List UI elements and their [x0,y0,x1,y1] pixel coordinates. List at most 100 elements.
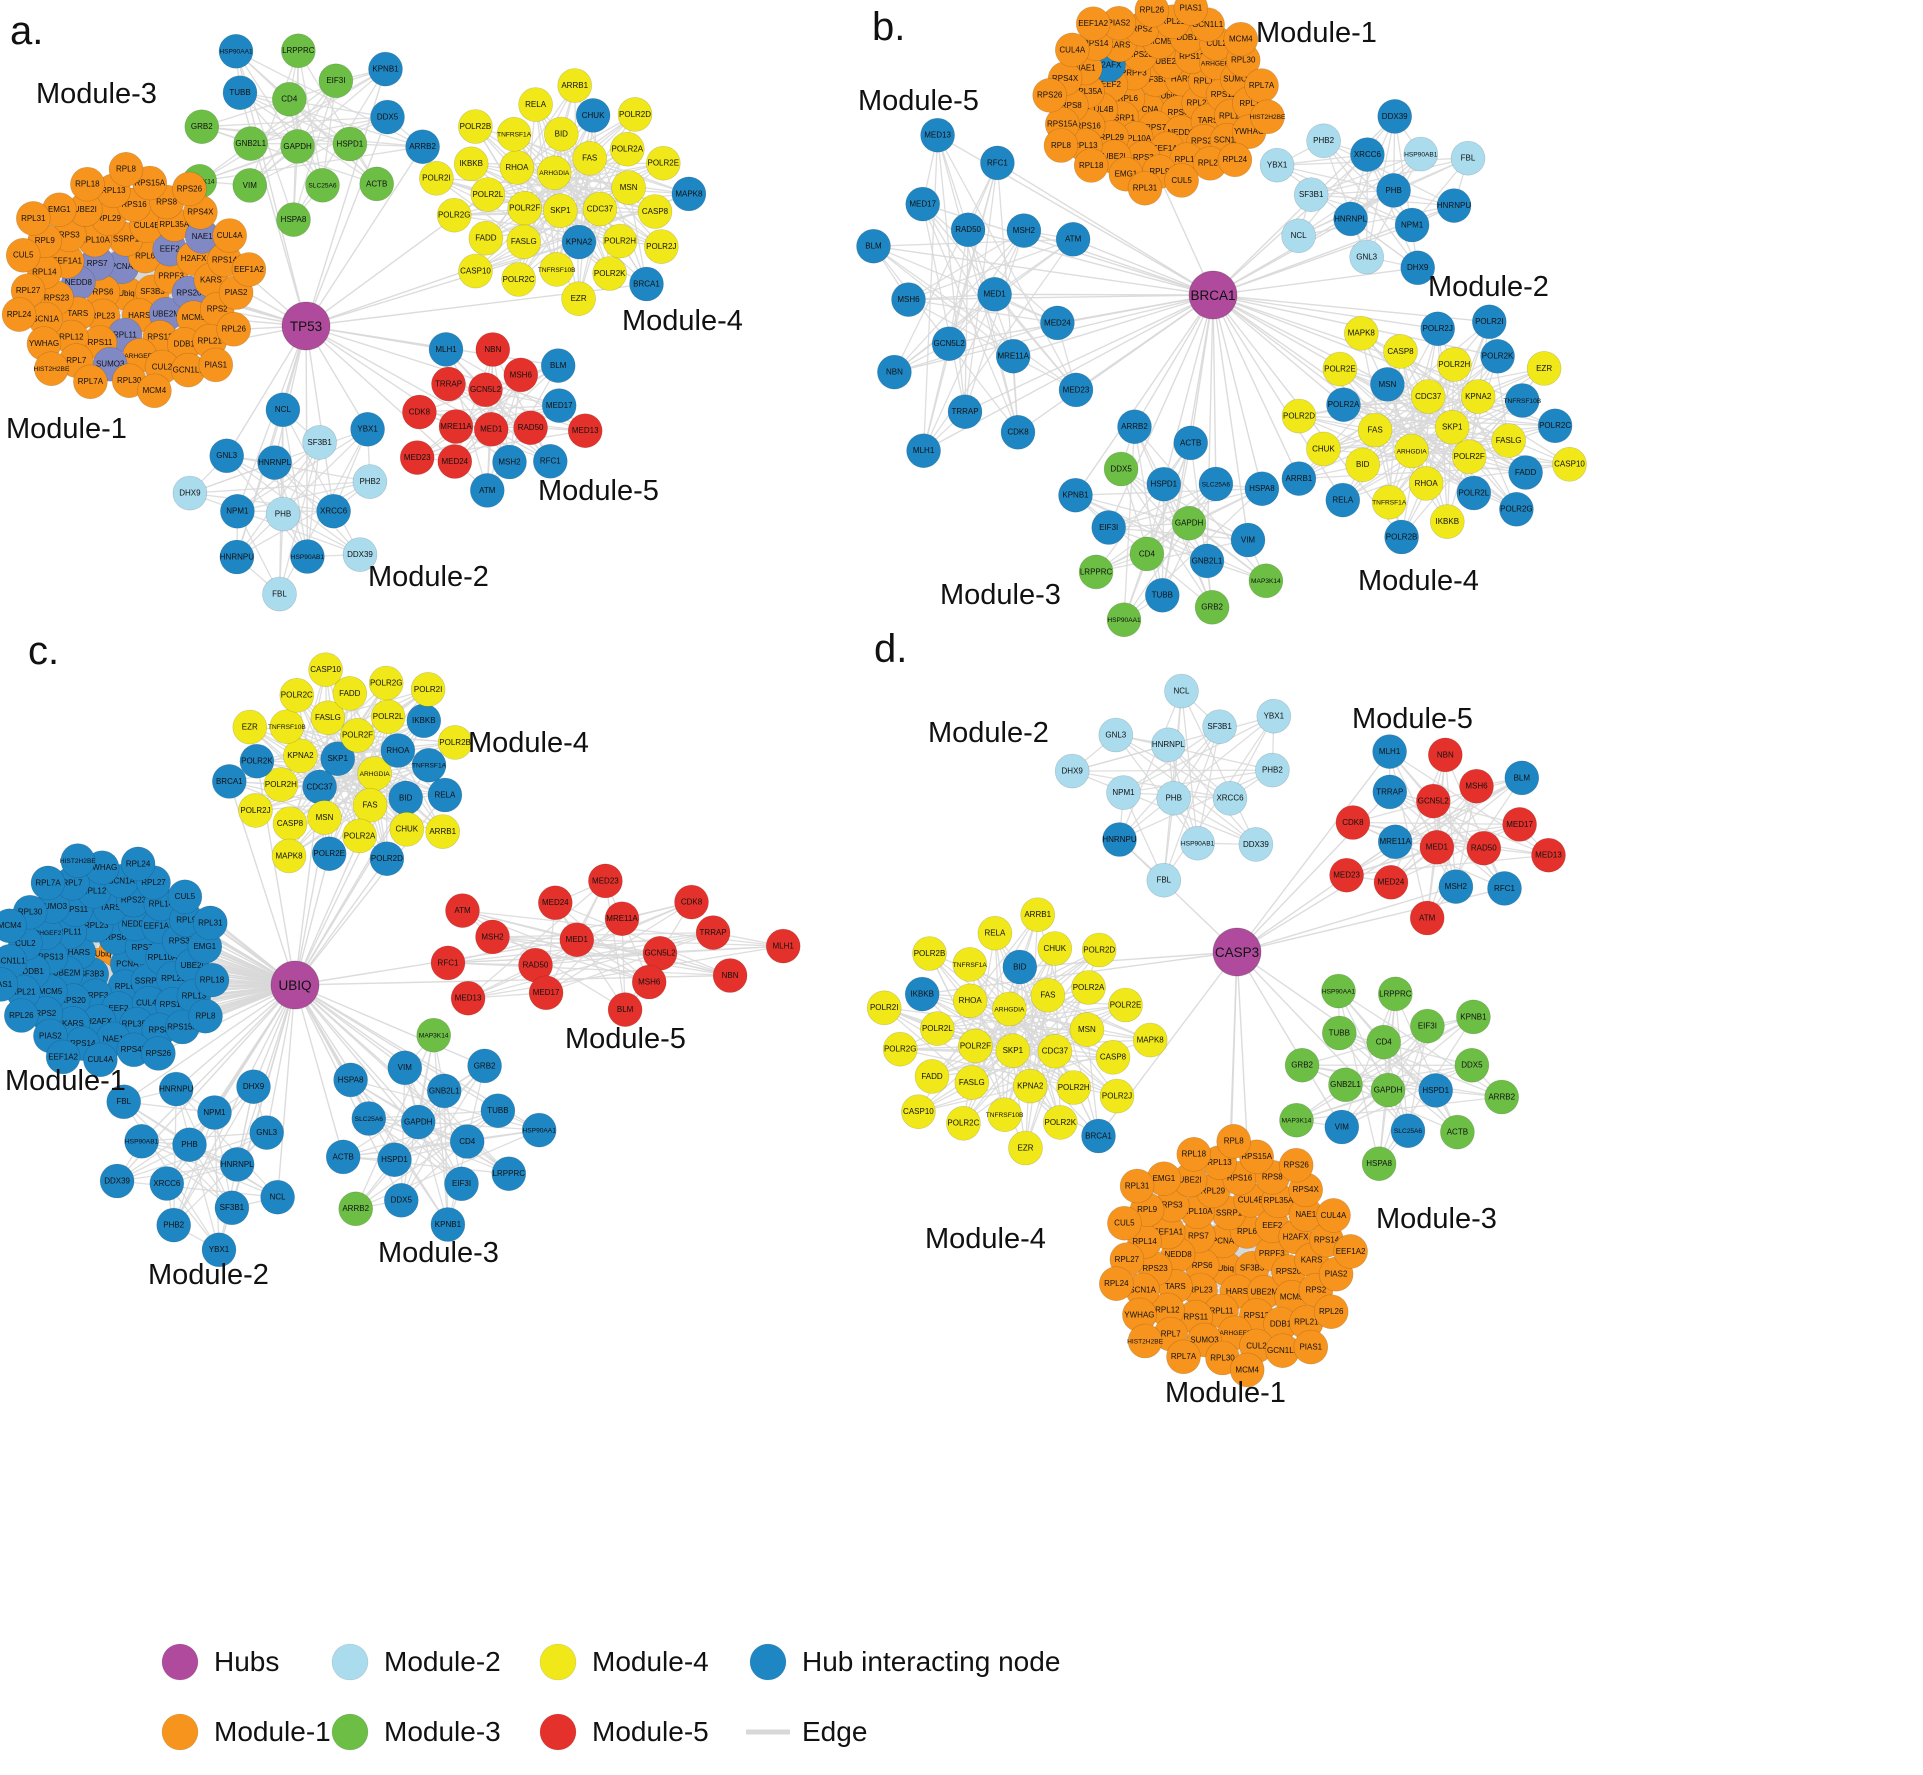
node-circle [1146,466,1182,502]
node-circle [503,357,539,393]
node-label: ATM [454,906,471,915]
node-circle [1156,780,1191,816]
node-NCL: NCL [1164,673,1199,709]
node-circle [1030,977,1066,1013]
node-label: PIAS2 [1108,19,1131,28]
node-GNB2L1: GNB2L1 [1189,543,1225,579]
node-XRCC6: XRCC6 [1350,137,1385,172]
nodes: PHBHNRNPLXRCC6NPM1SF3B1HSP90AB1GNL3PHB2H… [866,673,1566,1388]
node-circle [1127,1323,1163,1359]
node-circle [400,1104,436,1140]
node-circle [290,539,325,574]
node-CHUK: CHUK [1306,431,1341,467]
node-circle [1333,1234,1368,1269]
node-IKBKB: IKBKB [904,976,940,1012]
node-label: MSN [620,183,638,192]
node-circle [541,388,577,423]
node-FASLG: FASLG [1491,423,1526,458]
node-circle [1180,825,1215,861]
node-circle [1248,563,1284,599]
node-CASP10: CASP10 [901,1094,936,1129]
node-label: CDC37 [587,204,614,213]
node-label: EIF3I [326,76,345,85]
node-circle [106,1084,141,1120]
node-EZR: EZR [561,281,596,317]
node-label: TRRAP [700,928,727,937]
node-label: RPS4X [121,1045,148,1054]
node-label: EZR [1536,364,1552,373]
node-TUBB: TUBB [480,1093,516,1128]
node-circle [438,409,474,444]
node-MED1: MED1 [473,411,509,447]
node-circle [184,109,220,144]
node-label: RPS23 [1191,137,1217,146]
node-HSP90AB1: HSP90AB1 [124,1124,159,1159]
node-ATM: ATM [1055,222,1091,257]
node-label: RPS7 [1188,1231,1209,1240]
node-TNFRSF1A: TNFRSF1A [496,117,532,152]
node-label: HIST2H2BE [1127,1338,1164,1345]
node-label: FASLG [1496,436,1522,445]
node-label: CUL4A [88,1055,114,1064]
node-RELA: RELA [427,777,463,813]
node-label: POLR2C [503,275,535,284]
node-circle [1043,128,1079,163]
node-label: GRB2 [474,1061,496,1070]
node-CUL5: CUL5 [167,879,203,915]
node-circle [592,256,628,291]
node-label: GNL3 [1356,252,1377,261]
module-label: Module-5 [1352,703,1473,735]
node-circle [877,354,912,390]
node-circle [629,266,664,302]
node-circle [342,537,378,572]
node-FBL: FBL [1450,140,1486,176]
node-circle [351,1101,387,1136]
node-label: RPS14 [1083,39,1109,48]
node-label: POLR2G [370,679,402,688]
node-label: RFC1 [1494,884,1515,893]
node-label: BID [1356,460,1370,469]
node-label: PIAS2 [225,288,248,297]
node-RFC1: RFC1 [532,443,568,479]
node-CD4: CD4 [1129,536,1165,572]
node-circle [219,539,255,575]
node-circle [1436,188,1472,223]
node-label: YBX1 [357,425,378,434]
node-ARHGDIA: ARHGDIA [992,991,1027,1027]
module-label: Module-4 [622,305,743,337]
node-label: RPL11 [1193,76,1217,85]
node-label: RPS15A [167,1022,198,1031]
module-label: Module-3 [378,1237,499,1269]
node-label: BRCA1 [216,777,243,786]
node-circle [1526,351,1562,386]
node-circle [1472,304,1507,340]
node-label: BLM [617,1005,634,1014]
node-TNFRSF1A: TNFRSF1A [1371,484,1407,520]
node-label: MED13 [924,131,951,140]
node-label: SKP1 [1442,423,1463,432]
node-label: MED1 [983,290,1006,299]
node-FAS: FAS [1030,977,1066,1013]
node-NCL: NCL [265,392,301,428]
legend: HubsModule-1Module-2Module-3Module-4Modu… [161,1643,1060,1751]
node-label: HSPA8 [338,1075,364,1084]
node-circle [1378,976,1413,1012]
node-circle [352,787,388,823]
node-MED13: MED13 [567,413,603,449]
node-label: KPNB1 [1460,1012,1487,1021]
node-label: POLR2A [612,145,644,154]
node-label: RPS8 [148,1025,169,1034]
node-label: YWHAG [1234,127,1264,136]
node-RPL18: RPL18 [70,166,105,202]
node-label: RPS13 [38,952,64,961]
node-circle [236,1069,271,1104]
node-SF3B1: SF3B1 [302,425,337,460]
node-circle [316,493,351,529]
node-ARHGDIA: ARHGDIA [536,155,572,191]
node-label: ARHGDIA [994,1006,1025,1013]
node-label: MCM4 [1235,1365,1259,1374]
node-circle [1081,1118,1116,1154]
node-label: MED23 [1063,385,1090,394]
node-label: RPS4X [1052,74,1079,83]
node-label: PCNA [111,262,134,271]
